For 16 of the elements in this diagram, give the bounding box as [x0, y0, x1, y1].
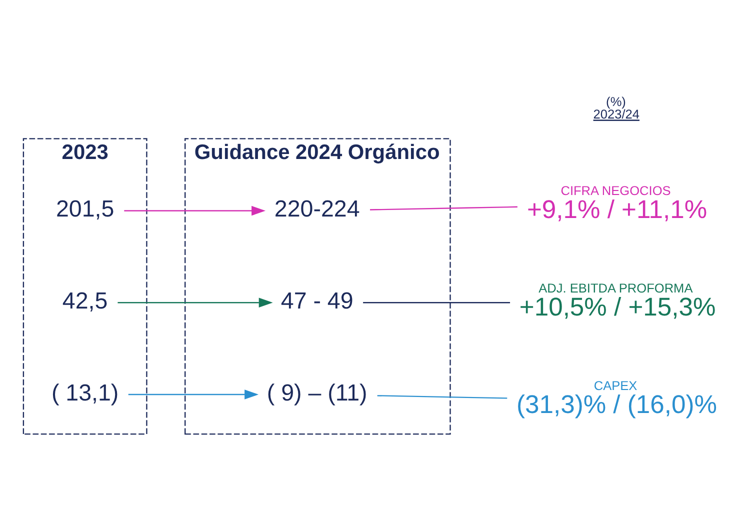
- node-text: ( 13,1): [50, 379, 118, 406]
- node-text: ( 9) – (11): [266, 379, 367, 406]
- node-text: CIFRA NEGOCIOS +9,1% / +11,1%: [526, 182, 707, 224]
- node-text: 220-224: [274, 196, 360, 222]
- node-text: 47 - 49: [280, 287, 353, 314]
- arrow: [124, 206, 266, 216]
- node-text: CAPEX (31,3)% / (16,0)%: [516, 378, 716, 420]
- arrow: [128, 390, 258, 400]
- arrow: [117, 298, 272, 308]
- connector: [362, 302, 510, 304]
- node-text: 42,5: [62, 287, 108, 314]
- connector: [376, 395, 507, 399]
- node-text: 201,5: [55, 196, 114, 222]
- connector: [369, 206, 517, 210]
- node-text: ADJ. EBITDA PROFORMA +10,5% / +15,3%: [518, 280, 716, 322]
- label: (%): [606, 94, 626, 109]
